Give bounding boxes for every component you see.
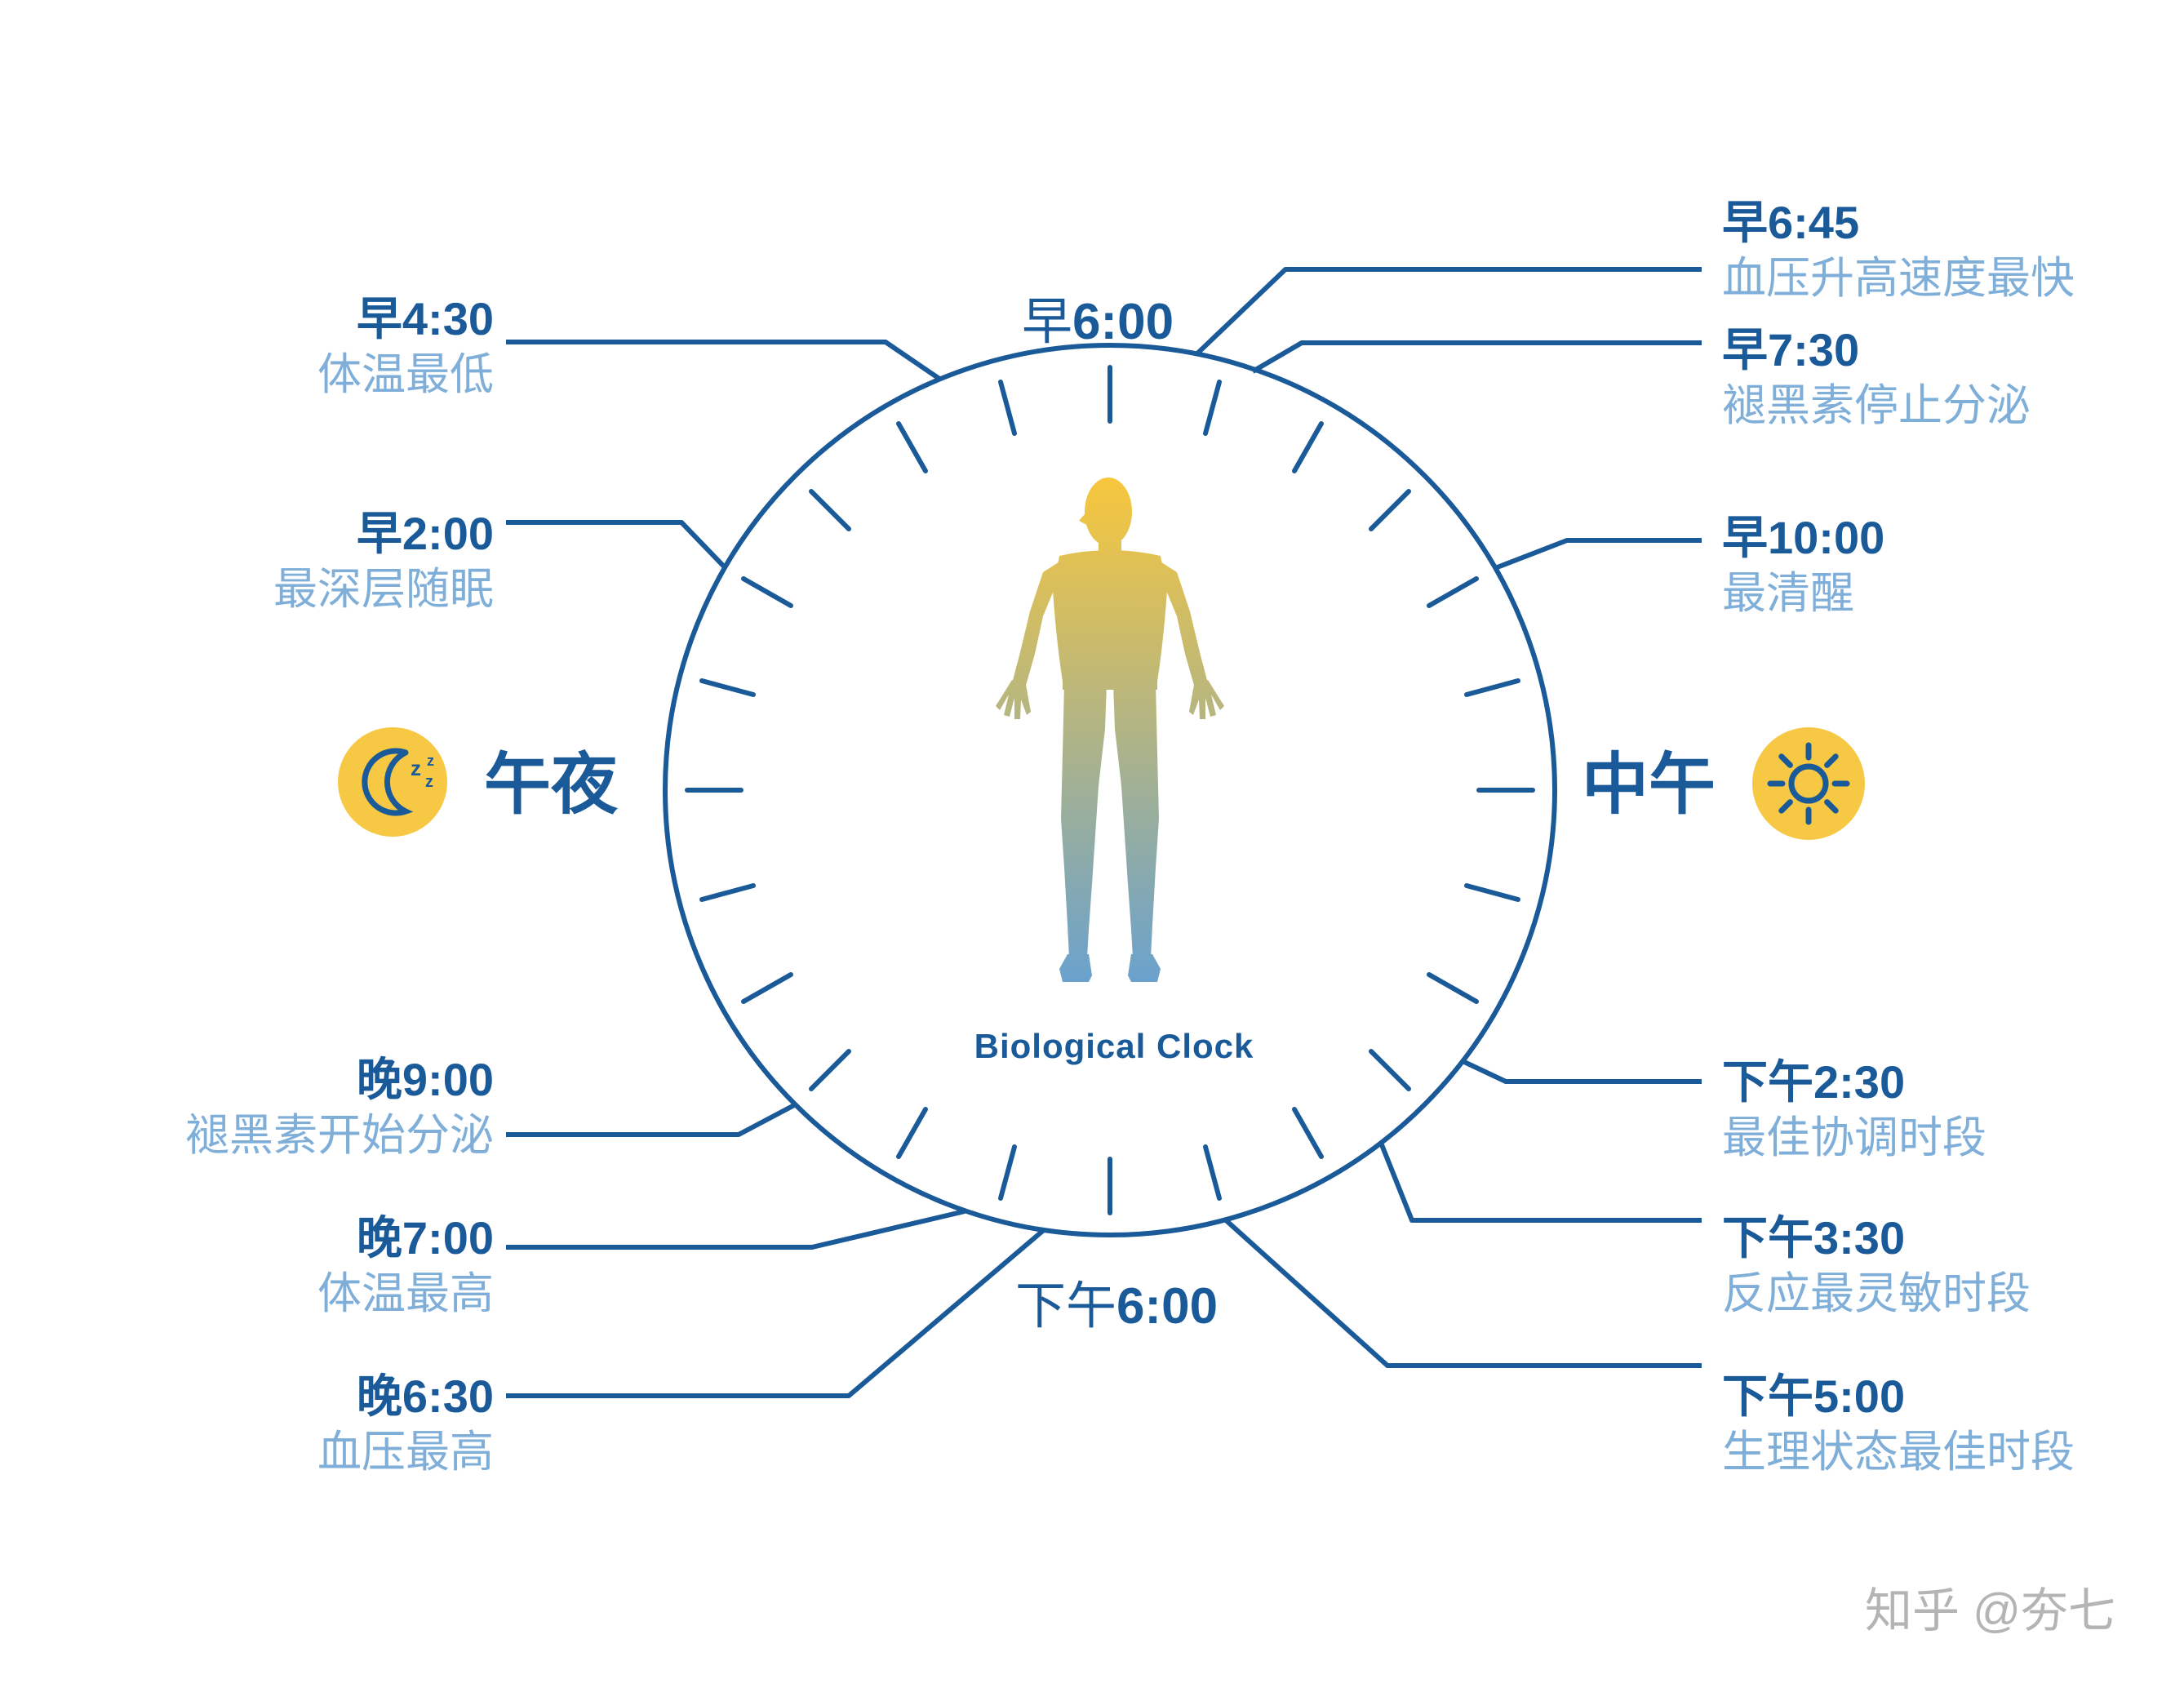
noon-label: 中午 (1582, 748, 1716, 822)
annotation-3-30pm: 下午3:30 反应最灵敏时段 (1722, 1210, 2031, 1322)
leader-line-6-30pm (506, 1227, 1046, 1398)
annotation-time: 晚6:30 (356, 1370, 494, 1422)
annotation-time: 下午2:30 (1722, 1056, 1906, 1108)
annotation-time: 早2:00 (356, 508, 494, 559)
sun-rays (1767, 742, 1850, 825)
zzz-glyph: z (411, 756, 421, 780)
annotation-desc: 褪黑素停止分泌 (1722, 381, 2031, 430)
annotation-time: 早4:30 (356, 293, 494, 344)
annotation-time: 早6:45 (1722, 197, 1860, 248)
leader-line-6-45am (1194, 267, 1702, 357)
leader-line-7-00pm (506, 1209, 965, 1250)
leader-line-2-30pm (1461, 1059, 1702, 1084)
annotation-time: 早10:00 (1722, 512, 1885, 563)
annotation-time: 早7:30 (1722, 324, 1860, 375)
center-caption: Biological Clock (974, 1027, 1254, 1065)
bottom-time-label: 下午6:00 (953, 1264, 1280, 1338)
annotation-desc: 反应最灵敏时段 (1722, 1269, 2031, 1318)
annotation-6-45am: 早6:45 血压升高速度最快 (1722, 195, 2075, 306)
leader-line-2-00am (506, 520, 727, 570)
annotation-9-00pm: 晚9:00 褪黑素开始分泌 (185, 1052, 494, 1163)
top-time-value: 6:00 (1072, 294, 1174, 350)
zzz-glyph: z (427, 753, 434, 769)
annotation-desc: 最清醒 (1722, 569, 1854, 618)
annotation-desc: 体温最高 (317, 1269, 494, 1318)
annotation-desc: 最深层随眠 (273, 565, 494, 614)
annotation-desc: 血压最高 (317, 1428, 494, 1477)
top-time-prefix: 早 (1021, 294, 1072, 350)
watermark: 知乎 @夯七 (1865, 1584, 2115, 1637)
leader-line-10-00am (1494, 538, 1702, 571)
annotation-desc: 最佳协调时段 (1722, 1113, 1986, 1162)
leader-lines (506, 267, 1702, 1398)
leader-line-9-00pm (506, 1102, 797, 1137)
leader-line-5-00pm (1223, 1217, 1702, 1368)
annotation-2-30pm: 下午2:30 最佳协调时段 (1722, 1055, 1986, 1166)
annotation-5-00pm: 下午5:00 生理状态最佳时段 (1722, 1369, 2075, 1480)
midnight-label: 午夜 (484, 748, 619, 822)
sun-core (1788, 763, 1829, 804)
clock-tick-marks (685, 365, 1535, 1215)
annotation-time: 晚9:00 (356, 1054, 494, 1105)
annotation-desc: 褪黑素开始分泌 (185, 1111, 494, 1160)
annotation-desc: 血压升高速度最快 (1722, 254, 2075, 303)
bottom-time-value: 6:00 (1116, 1278, 1219, 1335)
annotation-7-00pm: 晚7:00 体温最高 (317, 1210, 494, 1322)
annotation-6-30pm: 晚6:30 血压最高 (317, 1369, 494, 1480)
annotation-2-00am: 早2:00 最深层随眠 (273, 506, 494, 617)
leader-line-7-30am (1251, 340, 1702, 374)
leader-line-4-30am (506, 340, 941, 381)
moon-icon-background (338, 727, 447, 837)
human-silhouette (996, 478, 1224, 982)
annotation-7-30am: 早7:30 褪黑素停止分泌 (1722, 322, 2031, 433)
bottom-time-prefix: 下午 (1014, 1278, 1116, 1335)
clock-face-circle (663, 343, 1557, 1237)
annotation-time: 下午3:30 (1722, 1212, 1906, 1264)
sun-icon (1752, 727, 1865, 840)
annotation-time: 下午5:00 (1722, 1370, 1906, 1422)
crescent-moon-shape (362, 748, 414, 816)
moon-zzz-icon: z z z (338, 727, 447, 837)
zzz-glyph: z (425, 773, 433, 791)
annotation-4-30am: 早4:30 体温最低 (317, 291, 494, 402)
annotation-desc: 体温最低 (317, 350, 494, 399)
leader-line-3-30pm (1378, 1141, 1702, 1223)
annotation-desc: 生理状态最佳时段 (1722, 1428, 2075, 1477)
top-time-label: 早6:00 (934, 280, 1261, 353)
annotation-time: 晚7:00 (356, 1212, 494, 1264)
annotation-10-00am: 早10:00 最清醒 (1722, 510, 1884, 621)
